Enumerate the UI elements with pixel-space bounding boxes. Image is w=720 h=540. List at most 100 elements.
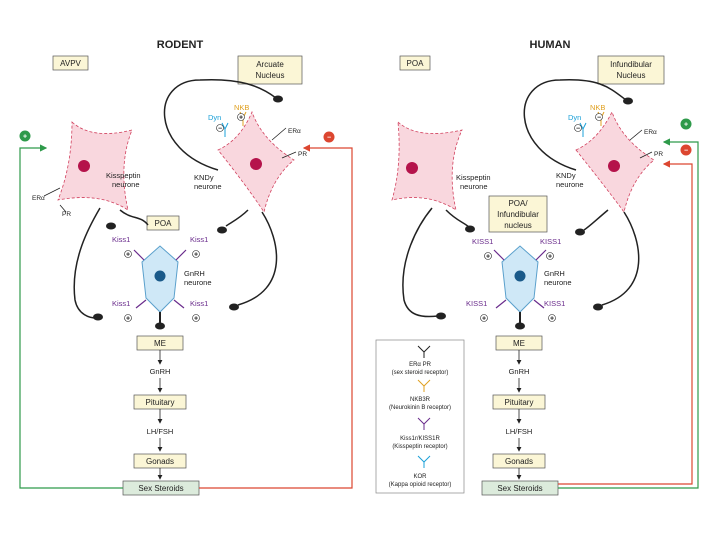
- kiss1r-receptor-icon: [417, 417, 431, 430]
- rodent-nkb-label: NKB: [234, 103, 249, 112]
- poa-infundibular-box: [488, 195, 548, 233]
- human-nkb-minus-icon: −: [597, 115, 601, 122]
- human-me-label: ME: [513, 339, 525, 348]
- human-kiss-label-1: Kisspeptin: [456, 173, 491, 182]
- plus-icon: +: [550, 316, 554, 323]
- rodent-title: RODENT: [157, 39, 204, 51]
- human-kndy-nucleus: [608, 160, 620, 172]
- svg-text:−: −: [327, 135, 331, 142]
- human-lhfsh-label: LH/FSH: [506, 427, 533, 436]
- kor-receptor-icon: [417, 455, 431, 468]
- kiss1-br: Kiss1: [190, 299, 208, 308]
- human-kisspeptin-nucleus: [406, 162, 418, 174]
- kisspeptin-nucleus: [78, 160, 90, 172]
- poa-inf-label-1: POA/: [508, 199, 528, 208]
- nkb3r-receptor-icon: [417, 379, 431, 392]
- rodent-panel: RODENT AVPV Arcuate Nucleus POA Kisspept…: [19, 39, 353, 496]
- kor-receptor-icon: [221, 122, 229, 137]
- gonads-label: Gonads: [146, 457, 174, 466]
- avpv-label: AVPV: [60, 59, 81, 68]
- lhfsh-label: LH/FSH: [147, 427, 174, 436]
- positive-feedback-line: [19, 144, 123, 489]
- kisspeptin-neurone: [57, 121, 133, 211]
- human-positive-feedback-icon: [680, 118, 692, 130]
- human-pr: PR: [654, 151, 663, 158]
- human-title: HUMAN: [530, 39, 571, 51]
- steroid-receptor-icon: [417, 345, 431, 358]
- rodent-era-right: ERα: [288, 128, 301, 135]
- rodent-dyn-label: Dyn: [208, 113, 221, 122]
- plus-icon: +: [548, 254, 552, 261]
- me-label: ME: [154, 339, 166, 348]
- kisspeptin-label-2: neurone: [112, 180, 140, 189]
- gnrh-nucleus: [154, 270, 166, 282]
- negative-feedback-icon: [323, 131, 335, 143]
- avpv-box: [52, 55, 89, 71]
- sex-steroids-label: Sex Steroids: [138, 484, 183, 493]
- legend-r2-line1: NKB3R: [410, 397, 431, 403]
- rodent-pr-right: PR: [298, 151, 307, 158]
- legend-r2-line2: (Neurokinin B receptor): [389, 405, 451, 411]
- human-kndy-label-1: KNDy: [556, 171, 576, 180]
- legend-r4-line2: (Kappa opioid receptor): [389, 482, 452, 488]
- legend-r1-line2: (sex steroid receptor): [392, 370, 449, 376]
- rodent-era-left: ERα: [32, 195, 45, 202]
- gnrh-hormone: GnRH: [150, 367, 171, 376]
- human-poa-label: POA: [407, 59, 425, 68]
- rodent-pr-left: PR: [62, 211, 71, 218]
- human-gnrh-label-2: neurone: [544, 278, 572, 287]
- human-gnrh-label-1: GnRH: [544, 269, 565, 278]
- human-kiss1-bl: KISS1: [466, 299, 487, 308]
- arcuate-label-2: Nucleus: [256, 71, 285, 80]
- human-kisspeptin-neurone: [391, 121, 463, 211]
- legend-box: [375, 339, 465, 494]
- kndy-nucleus: [250, 158, 262, 170]
- human-kiss-label-2: neurone: [460, 182, 488, 191]
- plus-icon: +: [194, 316, 198, 323]
- human-gnrh-hormone: GnRH: [509, 367, 530, 376]
- receptor-legend: ERα PR (sex steroid receptor) NKB3R (Neu…: [375, 339, 465, 494]
- arcuate-label-1: Arcuate: [256, 60, 284, 69]
- human-nkb-label: NKB: [590, 103, 605, 112]
- human-dyn-minus-icon: −: [576, 126, 580, 133]
- human-pituitary-label: Pituitary: [505, 398, 534, 407]
- human-era: ERα: [644, 129, 657, 136]
- positive-feedback-icon: [19, 130, 31, 142]
- kndy-label-2: neurone: [194, 182, 222, 191]
- kisspeptin-label-1: Kisspeptin: [106, 171, 141, 180]
- human-dyn-label: Dyn: [568, 113, 581, 122]
- kiss1-bl: Kiss1: [112, 299, 130, 308]
- human-sex-steroids-label: Sex Steroids: [497, 484, 542, 493]
- legend-r3-line1: Kiss1r/KISS1R: [400, 436, 440, 442]
- legend-r1-line1: ERα PR: [409, 362, 431, 368]
- negative-feedback-line: [199, 144, 353, 489]
- svg-text:−: −: [684, 148, 688, 155]
- human-kndy-label-2: neurone: [556, 180, 584, 189]
- gnrh-label-2: neurone: [184, 278, 212, 287]
- svg-text:+: +: [23, 134, 27, 141]
- human-positive-feedback-line: [558, 138, 699, 489]
- poa-inf-label-3: nucleus: [504, 221, 532, 230]
- human-gnrh-nucleus: [514, 270, 526, 282]
- svg-text:+: +: [684, 122, 688, 129]
- human-negative-feedback-line: [558, 160, 693, 485]
- plus-icon: +: [482, 316, 486, 323]
- human-kiss1-br: KISS1: [544, 299, 565, 308]
- plus-icon: +: [486, 254, 490, 261]
- human-kor-icon: [579, 122, 587, 137]
- infundibular-box: [597, 55, 665, 85]
- kiss1-tl: Kiss1: [112, 235, 130, 244]
- human-panel: HUMAN POA Infundibular Nucleus POA/ Infu…: [391, 39, 699, 496]
- human-gonads-label: Gonads: [505, 457, 533, 466]
- dyn-minus-icon: −: [218, 126, 222, 133]
- pituitary-label: Pituitary: [146, 398, 175, 407]
- plus-icon: +: [126, 252, 130, 259]
- legend-r4-line1: KOR: [413, 474, 427, 480]
- human-kiss1-tr: KISS1: [540, 237, 561, 246]
- nkb-plus-icon: +: [239, 115, 243, 122]
- kndy-label-1: KNDy: [194, 173, 214, 182]
- infundibular-label-1: Infundibular: [610, 60, 652, 69]
- arcuate-box: [237, 55, 303, 85]
- plus-icon: +: [194, 252, 198, 259]
